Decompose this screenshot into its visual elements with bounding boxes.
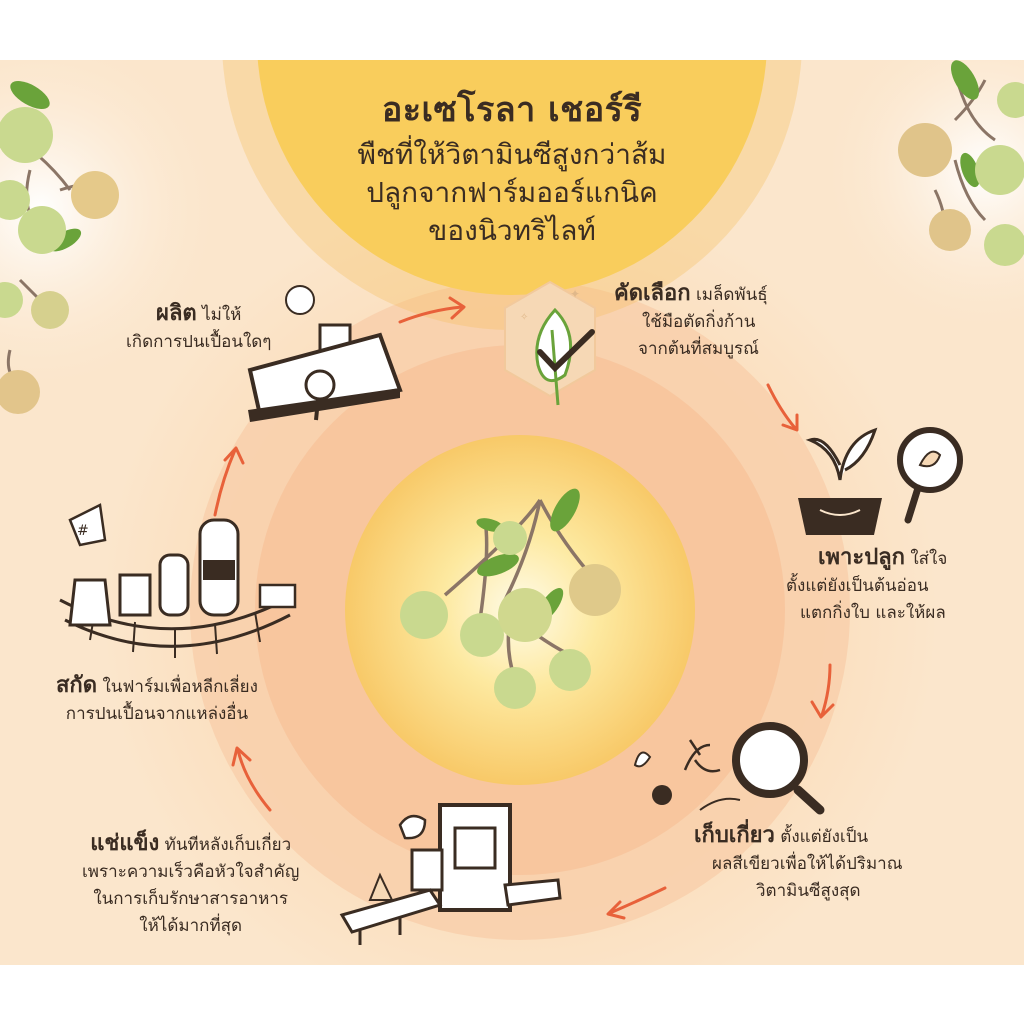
arrow-select-to-plant (766, 383, 797, 430)
step-plant-line2: ตั้งแต่ยังเป็นต้นอ่อน (786, 576, 929, 596)
step-extract-line2: การปนเปื้อนจากแหล่งอื่น (65, 704, 249, 724)
arrow-freeze-to-extract (236, 748, 272, 812)
seedling-icon (798, 427, 963, 535)
step-harvest: เก็บเกี่ยว ตั้งแต่ยังเป็น ผลสีเขียวเพื่อ… (694, 822, 902, 905)
svg-text:#: # (77, 523, 89, 539)
step-harvest-rest: ตั้งแต่ยังเป็น (774, 827, 869, 847)
title-block: อะเซโรลา เชอร์รี พืชที่ให้วิตามินซีสูงกว… (180, 60, 844, 295)
step-freeze: แช่แข็ง ทันทีหลังเก็บเกี่ยว เพราะความเร็… (82, 830, 299, 940)
step-freeze-head: แช่แข็ง (90, 831, 160, 856)
step-select: คัดเลือก เมล็ดพันธุ์ ใช้มือตัดกิ่งก้าน จ… (614, 280, 768, 363)
infographic-canvas: อะเซโรลา เชอร์รี พืชที่ให้วิตามินซีสูงกว… (0, 60, 1024, 965)
step-plant-head: เพาะปลูก (818, 545, 905, 570)
step-plant: เพาะปลูก ใส่ใจ ตั้งแต่ยังเป็นต้นอ่อน แตก… (786, 544, 947, 627)
step-extract: สกัด ในฟาร์มเพื่อหลีกเลี่ยง การปนเปื้อนจ… (56, 672, 258, 728)
arrow-produce-to-select (398, 305, 464, 324)
svg-text:✧: ✧ (520, 312, 528, 323)
step-select-head: คัดเลือก (614, 281, 691, 306)
arrow-extract-to-produce (213, 448, 237, 517)
arrow-plant-to-harvest (820, 663, 832, 717)
step-harvest-line2: ผลสีเขียวเพื่อให้ได้ปริมาณ (712, 854, 903, 874)
step-plant-rest: ใส่ใจ (904, 549, 948, 569)
step-harvest-line3: วิตามินซีสูงสุด (756, 881, 861, 901)
step-extract-head: สกัด (56, 673, 98, 698)
page-title: อะเซโรลา เชอร์รี (381, 90, 643, 130)
factory-machine-icon (247, 285, 403, 422)
title-line-3: ของนิวทริไลท์ (428, 214, 596, 247)
svg-text:✦: ✦ (570, 287, 580, 301)
cherry-branch-right-icon (898, 60, 1024, 266)
step-freeze-line2: เพราะความเร็วคือหัวใจสำคัญ (82, 862, 300, 882)
freezer-conveyor-icon (339, 803, 562, 945)
step-extract-rest: ในฟาร์มเพื่อหลีกเลี่ยง (97, 677, 258, 697)
step-produce-line2: เกิดการปนเปื้อนใดๆ (126, 332, 272, 352)
step-harvest-head: เก็บเกี่ยว (694, 823, 775, 848)
step-produce-head: ผลิต (156, 301, 197, 326)
step-freeze-line4: ให้ได้มากที่สุด (139, 916, 243, 936)
cherry-cluster-icon (400, 488, 621, 709)
extraction-tanks-icon: # (59, 503, 297, 658)
step-produce: ผลิต ไม่ให้ เกิดการปนเปื้อนใดๆ (126, 300, 271, 356)
step-select-rest: เมล็ดพันธุ์ (690, 285, 768, 305)
arrow-harvest-to-freeze (608, 886, 667, 915)
title-line-1: พืชที่ให้วิตามินซีสูงกว่าส้ม (357, 138, 667, 171)
leaf-check-icon: ✦ ✧ (504, 280, 596, 406)
step-plant-line3: แตกกิ่งใบ และให้ผล (800, 603, 946, 623)
cycle-arrows (213, 296, 835, 920)
step-freeze-line3: ในการเก็บรักษาสารอาหาร (93, 889, 288, 909)
harvest-magnifier-icon (633, 722, 825, 815)
step-select-line3: จากต้นที่สมบูรณ์ (638, 339, 759, 359)
step-produce-rest: ไม่ให้ (196, 305, 242, 325)
step-freeze-rest: ทันทีหลังเก็บเกี่ยว (159, 835, 292, 855)
step-select-line2: ใช้มือตัดกิ่งก้าน (642, 312, 756, 332)
title-line-2: ปลูกจากฟาร์มออร์แกนิค (366, 176, 658, 209)
cherry-branch-left-icon (0, 81, 119, 414)
